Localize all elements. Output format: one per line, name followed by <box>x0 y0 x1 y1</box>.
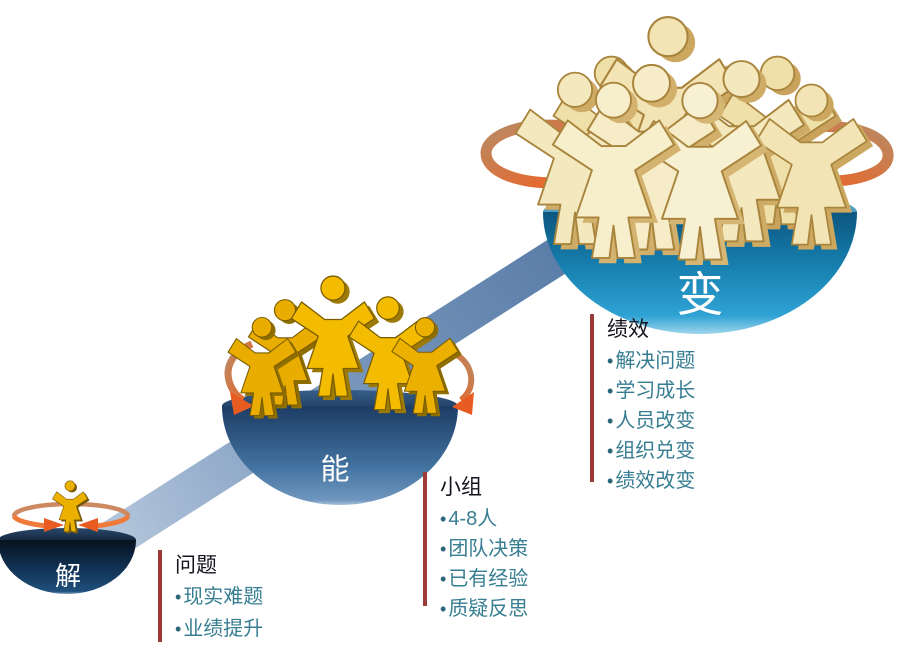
bowl-character-bian: 变 <box>676 268 724 321</box>
accent-bar <box>423 472 427 606</box>
note-item: •4-8人 <box>440 508 528 530</box>
accent-bar <box>590 314 594 482</box>
bullet-dot-icon: • <box>440 539 447 559</box>
stage-small-bowl <box>0 480 136 594</box>
note-text: 团队决策 <box>448 538 529 560</box>
note-text: 4-8人 <box>448 508 498 530</box>
note-item: •解决问题 <box>607 350 695 372</box>
note-text: 解决问题 <box>615 350 696 372</box>
note-text: 业绩提升 <box>183 618 264 640</box>
bullet-dot-icon: • <box>175 587 182 607</box>
note-text: 组织兑变 <box>615 440 696 462</box>
note-text: 绩效改变 <box>615 470 696 492</box>
bullet-dot-icon: • <box>175 619 182 639</box>
bullet-dot-icon: • <box>440 599 447 619</box>
note-item: •已有经验 <box>440 568 528 590</box>
accent-bar <box>158 550 162 642</box>
note-item: •绩效改变 <box>607 470 695 492</box>
note-text: 质疑反思 <box>448 598 529 620</box>
bullet-dot-icon: • <box>607 471 614 491</box>
rotation-orbit-front-small <box>11 514 131 532</box>
stage-notes-problem: 问题 •现实难题 •业绩提升 <box>158 550 263 645</box>
bullet-dot-icon: • <box>607 441 614 461</box>
bowl-character-jie: 解 <box>54 561 81 591</box>
notes-header: 小组 <box>440 476 482 499</box>
note-text: 现实难题 <box>183 586 264 608</box>
bowl-character-neng: 能 <box>320 454 350 486</box>
note-item: •团队决策 <box>440 538 528 560</box>
bullet-dot-icon: • <box>440 509 447 529</box>
note-text: 已有经验 <box>448 568 529 590</box>
stage-medium-bowl <box>222 275 475 505</box>
note-item: •组织兑变 <box>607 440 695 462</box>
bowl-body-small <box>0 540 136 594</box>
notes-header: 问题 <box>175 554 217 577</box>
rotation-arrow-right-medium <box>450 349 475 415</box>
crowd-figures-large <box>514 15 874 266</box>
bullet-dot-icon: • <box>440 569 447 589</box>
stage-notes-performance: 绩效 •解决问题 •学习成长 •人员改变 •组织兑变 •绩效改变 <box>590 314 695 500</box>
note-item: •学习成长 <box>607 380 695 402</box>
bullet-dot-icon: • <box>607 381 614 401</box>
note-item: •业绩提升 <box>175 618 263 640</box>
note-item: •人员改变 <box>607 410 695 432</box>
note-item: •质疑反思 <box>440 598 528 620</box>
bullet-dot-icon: • <box>607 411 614 431</box>
notes-header: 绩效 <box>607 318 649 341</box>
note-text: 人员改变 <box>615 410 696 432</box>
note-item: •现实难题 <box>175 586 263 608</box>
note-text: 学习成长 <box>615 380 696 402</box>
bullet-dot-icon: • <box>607 351 614 371</box>
bowl-body-medium <box>222 406 458 505</box>
stage-notes-group: 小组 •4-8人 •团队决策 •已有经验 •质疑反思 <box>423 472 528 628</box>
stage-large-bowl <box>480 15 894 334</box>
